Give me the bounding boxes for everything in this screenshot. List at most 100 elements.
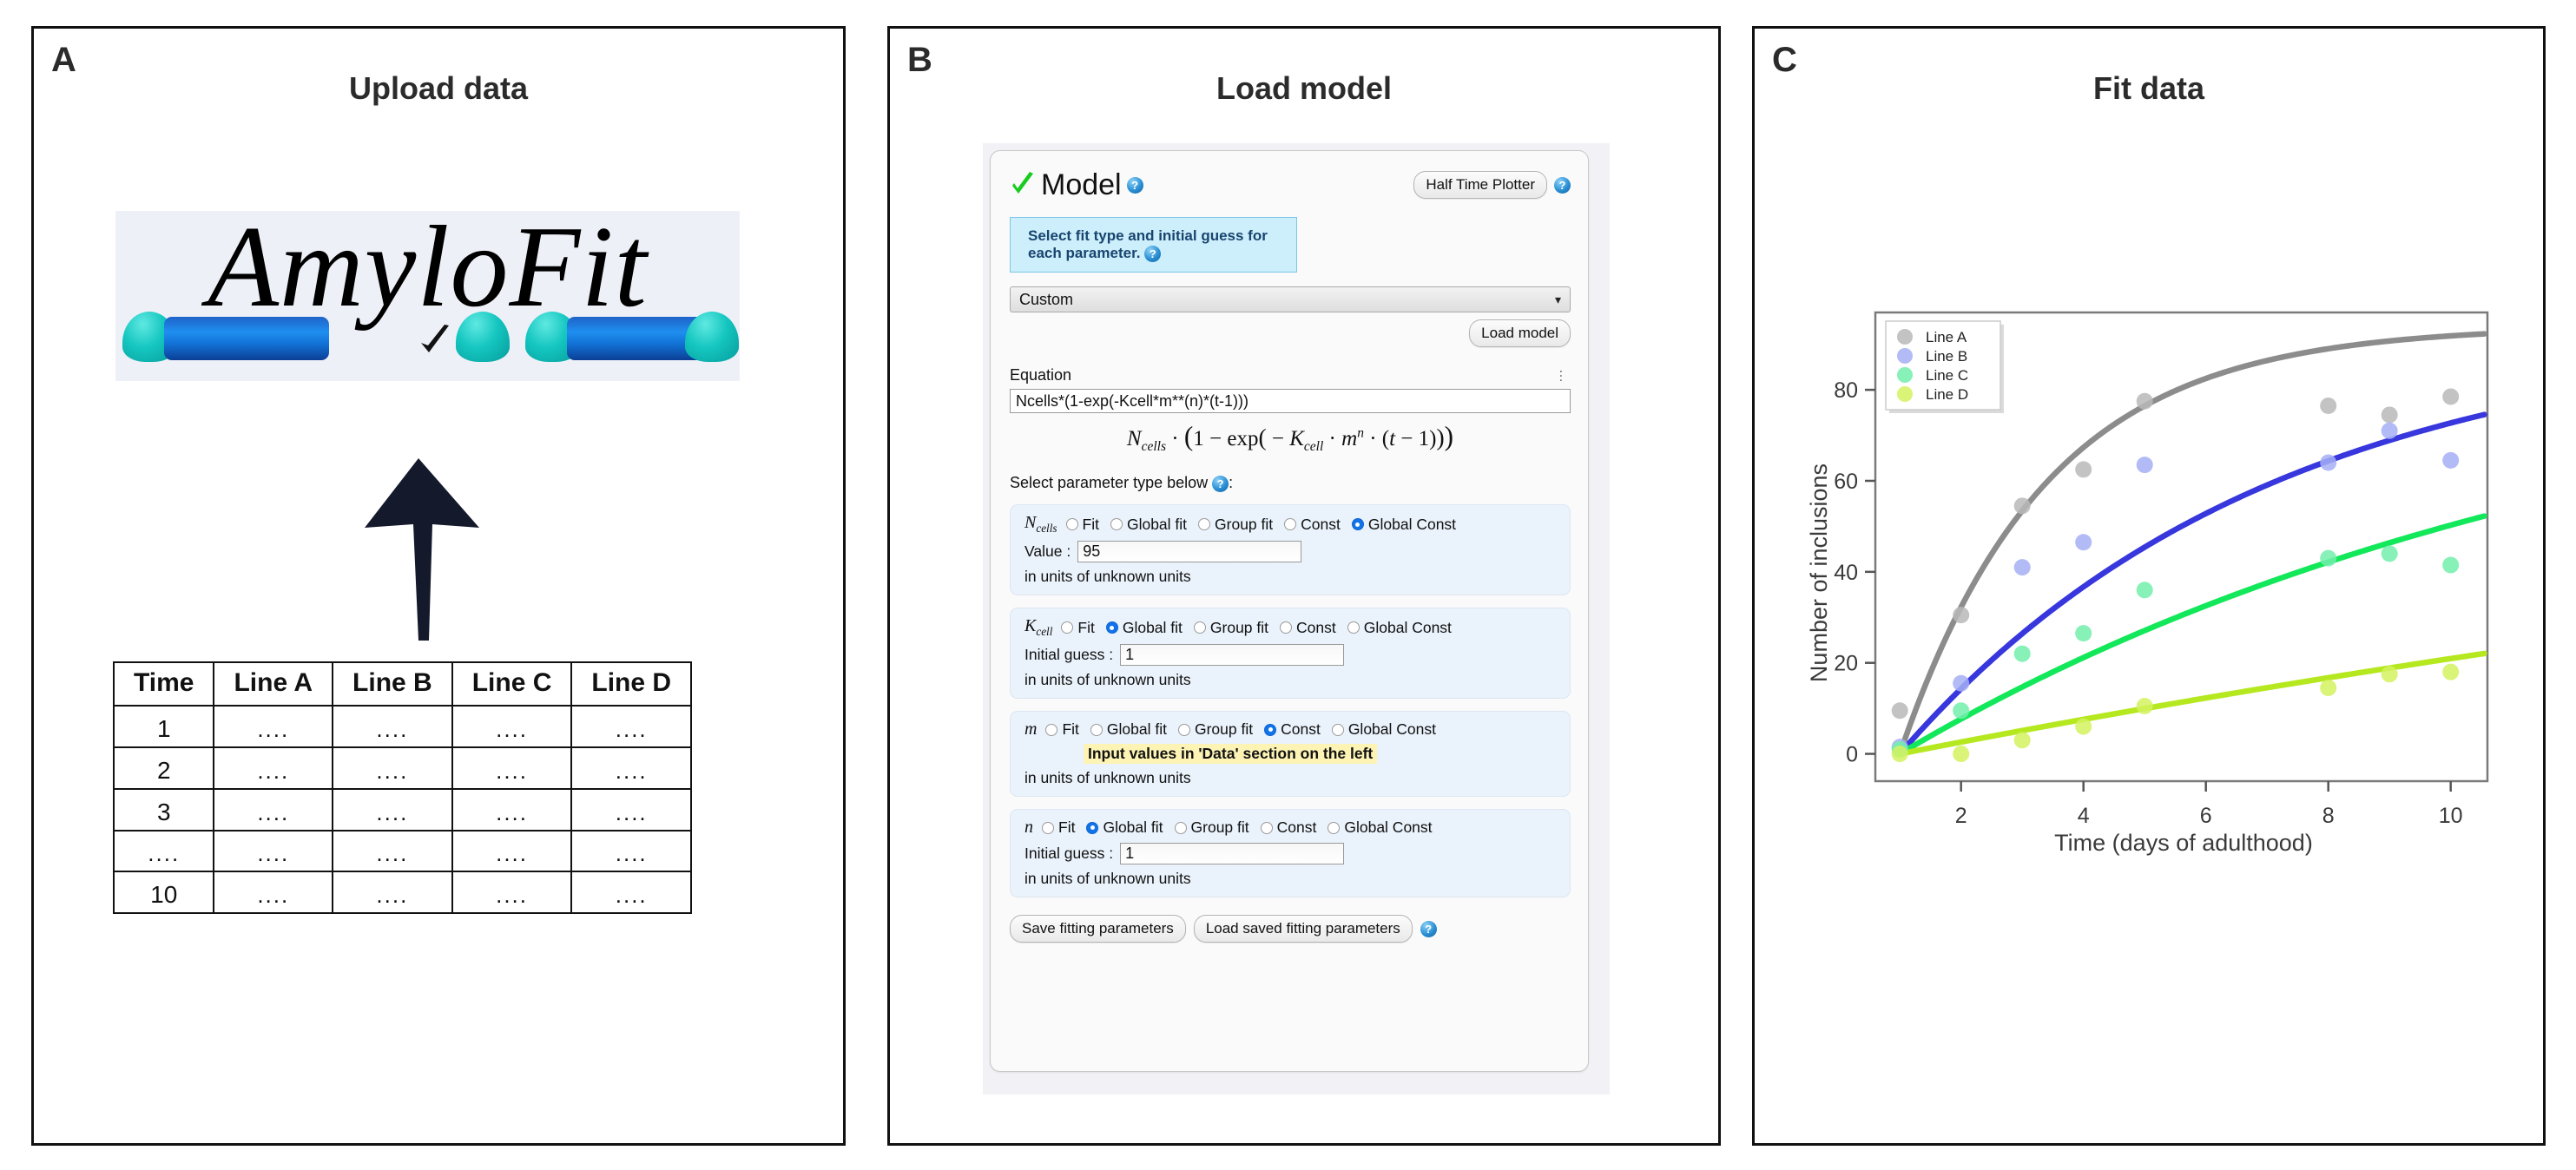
param-block-kcell: Kcell Fit Global fit Group fit Const Glo… bbox=[1010, 608, 1571, 700]
data-point-line-a bbox=[2381, 406, 2398, 424]
cell-line-d: .... bbox=[570, 788, 693, 831]
panel-a-title: Upload data bbox=[348, 70, 528, 106]
radio-m-global-fit[interactable]: Global fit bbox=[1090, 720, 1167, 739]
data-point-line-b bbox=[2013, 559, 2031, 576]
param-kcell-value-input[interactable]: 1 bbox=[1120, 644, 1345, 667]
param-ncells-value-input[interactable]: 95 bbox=[1077, 541, 1302, 563]
radio-m-const[interactable]: Const bbox=[1264, 720, 1321, 739]
data-point-line-a bbox=[2442, 388, 2460, 405]
param-name-kcell: Kcell bbox=[1024, 616, 1053, 639]
model-select[interactable]: Custom ▾ bbox=[1010, 286, 1571, 313]
load-model-button[interactable]: Load model bbox=[1469, 319, 1571, 348]
half-time-plotter-button[interactable]: Half Time Plotter bbox=[1413, 171, 1547, 199]
data-point-line-d bbox=[2136, 698, 2153, 714]
cell-line-b: .... bbox=[332, 871, 453, 914]
data-point-line-c bbox=[1953, 702, 1970, 720]
x-tick-label: 2 bbox=[1955, 804, 1967, 828]
load-saved-fitting-parameters-button[interactable]: Load saved fitting parameters bbox=[1193, 915, 1413, 943]
radio-kcell-fit[interactable]: Fit bbox=[1061, 619, 1095, 637]
legend-marker-line-d bbox=[1897, 386, 1913, 402]
param-n-value-label: Initial guess : bbox=[1024, 845, 1114, 863]
col-header-time: Time bbox=[112, 661, 215, 707]
radio-n-global-const[interactable]: Global Const bbox=[1328, 818, 1433, 837]
panel-b-letter: B bbox=[907, 41, 932, 79]
data-point-line-d bbox=[2013, 732, 2031, 749]
green-check-icon bbox=[1010, 172, 1036, 198]
radio-kcell-global-const[interactable]: Global Const bbox=[1347, 619, 1452, 637]
cell-line-b: .... bbox=[332, 705, 453, 748]
amylofit-logo-text: AmyloFit bbox=[208, 202, 648, 331]
cell-line-b: .... bbox=[332, 746, 453, 790]
data-point-line-b bbox=[2381, 422, 2398, 439]
help-icon[interactable]: ? bbox=[1420, 920, 1437, 937]
cell-line-a: .... bbox=[213, 788, 334, 831]
cell-line-d: .... bbox=[570, 830, 693, 872]
radio-m-global-const[interactable]: Global Const bbox=[1331, 720, 1436, 739]
radio-ncells-fit[interactable]: Fit bbox=[1065, 516, 1099, 534]
radio-n-global-fit[interactable]: Global fit bbox=[1086, 818, 1163, 837]
table-row: 1 .... .... .... .... bbox=[112, 705, 693, 748]
data-point-line-b bbox=[1953, 674, 1970, 692]
cell-line-b: .... bbox=[332, 830, 453, 872]
data-point-line-b bbox=[2442, 451, 2460, 469]
param-ncells-value-label: Value : bbox=[1024, 542, 1071, 561]
radio-ncells-global-fit[interactable]: Global fit bbox=[1110, 516, 1187, 534]
col-header-line-c: Line C bbox=[451, 661, 573, 707]
param-m-note: Input values in 'Data' section on the le… bbox=[1084, 744, 1378, 765]
radio-kcell-group-fit[interactable]: Group fit bbox=[1193, 619, 1268, 637]
legend-marker-line-b bbox=[1897, 348, 1913, 364]
data-point-line-b bbox=[2320, 454, 2337, 471]
logo-dome-2 bbox=[456, 312, 510, 362]
radio-n-const[interactable]: Const bbox=[1260, 818, 1316, 837]
legend-marker-line-c bbox=[1897, 367, 1913, 383]
data-point-line-a bbox=[2013, 497, 2031, 515]
param-block-n: n Fit Global fit Group fit Const Global … bbox=[1010, 809, 1571, 898]
table-row: .... .... .... .... .... bbox=[112, 830, 693, 872]
panel-a-letter: A bbox=[51, 41, 76, 79]
equation-input[interactable]: Ncells*(1-exp(-Kcell*m**(n)*(t-1))) bbox=[1010, 389, 1571, 414]
data-point-line-d bbox=[2381, 666, 2398, 683]
param-kcell-value-label: Initial guess : bbox=[1024, 646, 1114, 664]
panel-c-title: Fit data bbox=[2092, 70, 2204, 106]
fit-type-hint: Select fit type and initial guess for ea… bbox=[1010, 217, 1297, 273]
col-header-line-b: Line B bbox=[332, 661, 453, 707]
cell-line-c: .... bbox=[451, 705, 573, 748]
y-tick-label: 40 bbox=[1834, 561, 1858, 585]
data-point-line-c bbox=[2013, 645, 2031, 662]
model-card: Model ? Half Time Plotter ? Select fit t… bbox=[990, 150, 1589, 1072]
radio-ncells-group-fit[interactable]: Group fit bbox=[1198, 516, 1273, 534]
cell-line-d: .... bbox=[570, 705, 693, 748]
param-block-ncells: Ncells Fit Global fit Group fit Const Gl… bbox=[1010, 504, 1571, 596]
equation-input-value: Ncells*(1-exp(-Kcell*m**(n)*(t-1))) bbox=[1016, 391, 1249, 410]
help-icon[interactable]: ? bbox=[1144, 246, 1162, 263]
kebab-menu-icon[interactable]: … bbox=[1557, 368, 1571, 383]
model-card-title: Model bbox=[1041, 168, 1122, 201]
logo-tick-icon bbox=[418, 324, 452, 358]
param-n-value-input[interactable]: 1 bbox=[1120, 843, 1345, 865]
fit-curve-line-b bbox=[1896, 411, 2487, 757]
data-point-line-a bbox=[1891, 702, 1908, 720]
help-icon[interactable]: ? bbox=[1554, 176, 1571, 194]
model-card-footer: Save fitting parameters Load saved fitti… bbox=[1010, 915, 1571, 943]
radio-n-group-fit[interactable]: Group fit bbox=[1174, 818, 1249, 837]
radio-ncells-const[interactable]: Const bbox=[1284, 516, 1341, 534]
data-table: Time Line A Line B Line C Line D 1 .... … bbox=[112, 661, 693, 914]
radio-kcell-global-fit[interactable]: Global fit bbox=[1105, 619, 1183, 637]
cell-line-a: .... bbox=[213, 871, 334, 914]
radio-m-fit[interactable]: Fit bbox=[1045, 720, 1079, 739]
radio-m-group-fit[interactable]: Group fit bbox=[1177, 720, 1253, 739]
data-point-line-d bbox=[1953, 746, 1970, 763]
radio-n-fit[interactable]: Fit bbox=[1042, 818, 1075, 837]
data-point-line-c bbox=[2381, 545, 2398, 562]
data-point-line-a bbox=[1953, 607, 1970, 624]
help-icon[interactable]: ? bbox=[1212, 475, 1229, 492]
radio-ncells-global-const[interactable]: Global Const bbox=[1351, 516, 1456, 534]
help-icon[interactable]: ? bbox=[1126, 176, 1143, 194]
cell-line-d: .... bbox=[570, 871, 693, 914]
radio-kcell-const[interactable]: Const bbox=[1280, 619, 1336, 637]
cell-time: 2 bbox=[112, 746, 215, 790]
panel-c-letter: C bbox=[1772, 41, 1797, 79]
save-fitting-parameters-button[interactable]: Save fitting parameters bbox=[1010, 915, 1186, 943]
cell-line-c: .... bbox=[451, 871, 573, 914]
